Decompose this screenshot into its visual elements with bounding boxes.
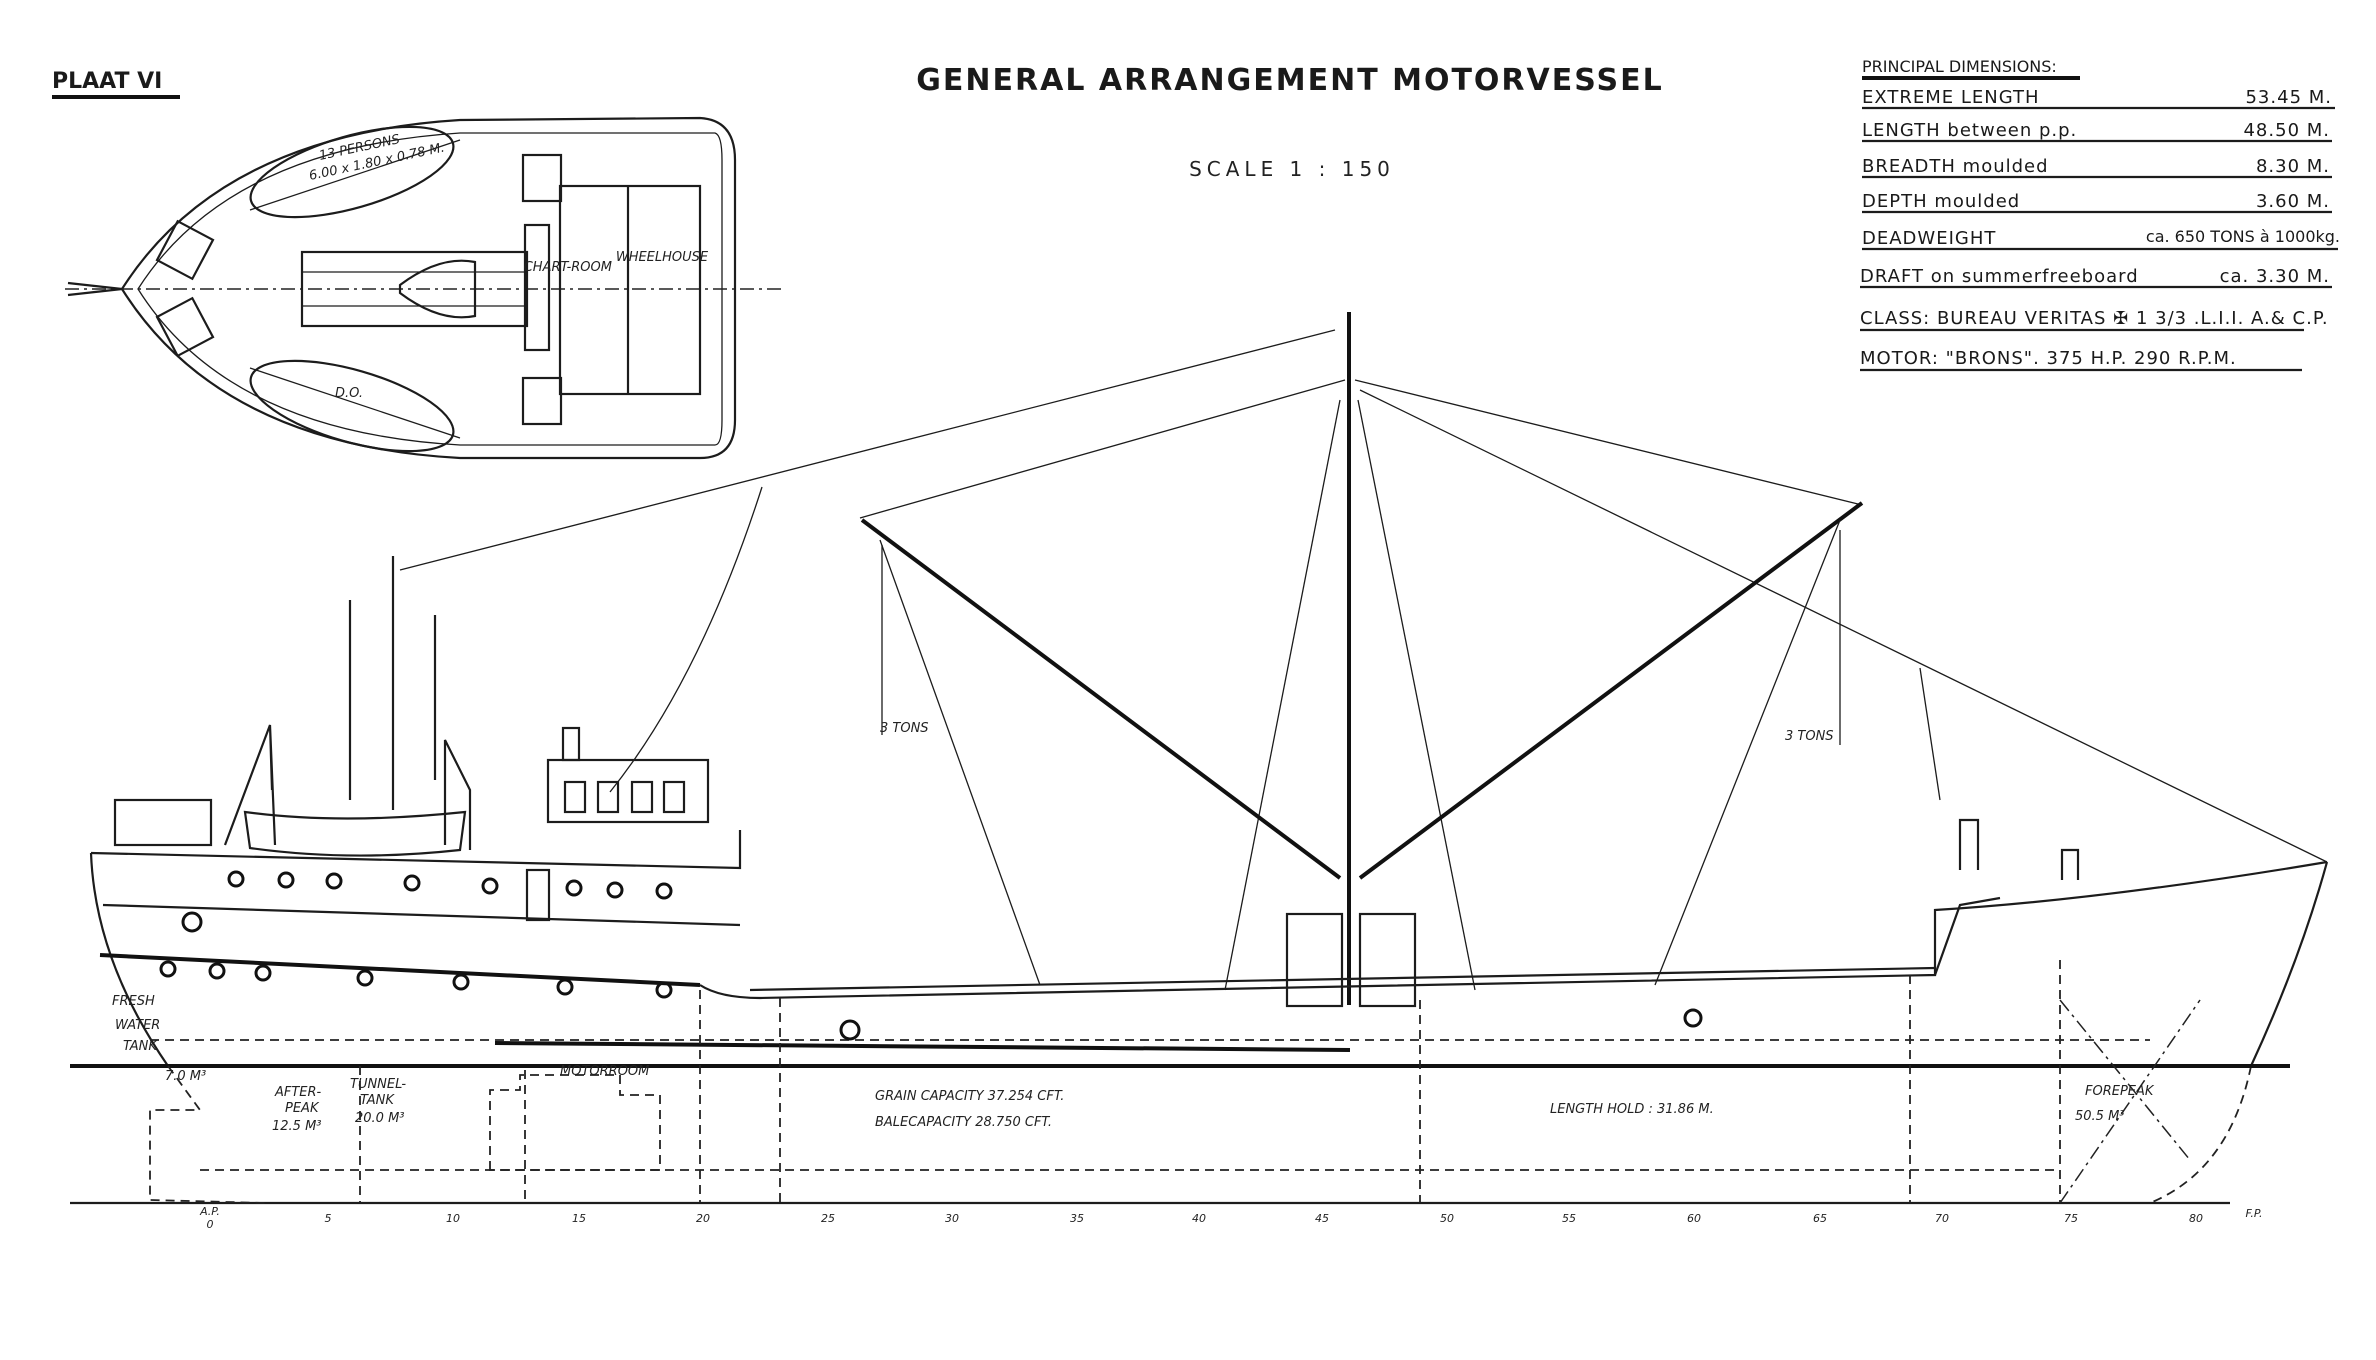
frame-label: 10 — [446, 1212, 460, 1225]
frame-label: 5 — [325, 1212, 332, 1225]
dimension-value: 48.50 M. — [2243, 120, 2330, 141]
wheelhouse-profile — [546, 758, 710, 824]
dimension-value: ca. 650 TONS à 1000kg. — [2146, 227, 2340, 246]
frame-label: 75 — [2064, 1212, 2078, 1225]
lifeboat-top — [249, 125, 455, 219]
frame-label: 0 — [207, 1218, 214, 1231]
ventilator — [1958, 818, 1980, 870]
dimensions-heading: PRINCIPAL DIMENSIONS: — [1862, 57, 2057, 76]
lifeboat-bottom — [249, 359, 455, 453]
length-hold-label: LENGTH HOLD : 31.86 M. — [1550, 1102, 1714, 1117]
dimension-label: DRAFT on summerfreeboard — [1860, 266, 2139, 287]
dimension-row: BREADTH moulded 8.30 M. — [1862, 156, 2332, 179]
frame-label: 20 — [696, 1212, 710, 1225]
derrick-capacity-fore: 3 TONS — [1785, 729, 1834, 744]
dimension-value: 53.45 M. — [2245, 87, 2332, 108]
dimension-row: DEPTH moulded 3.60 M. — [1862, 191, 2332, 214]
after-peak-label: PEAK — [285, 1101, 320, 1116]
drawing-title: GENERAL ARRANGEMENT MOTORVESSEL — [916, 63, 1663, 98]
chartroom-label: CHART-ROOM — [524, 260, 612, 275]
derrick-fore — [1358, 501, 1864, 880]
frame-label: 65 — [1813, 1212, 1827, 1225]
fresh-water-tank-label: WATER — [115, 1018, 160, 1033]
after-peak-label: AFTER- — [274, 1085, 322, 1100]
lifeboat-ditto-label: D.O. — [335, 386, 363, 401]
dimension-label: LENGTH between p.p. — [1862, 120, 2077, 141]
hull-profile: FRESH WATER TANK 7.0 M³ AFTER- PEAK 12.5… — [70, 600, 2329, 1205]
frame-label: 60 — [1687, 1212, 1701, 1225]
plan-view: CHART-ROOM WHEELHOUSE 13 PERSONS 6.00 x … — [65, 116, 785, 460]
frame-label: 80 — [2189, 1212, 2203, 1225]
winch — [155, 219, 215, 281]
dimension-label: DEPTH moulded — [1862, 191, 2020, 212]
tunnel-tank-volume: 20.0 M³ — [355, 1111, 405, 1126]
class-line: CLASS: BUREAU VERITAS ✠ 1 3/3 .L.I.I. A.… — [1860, 308, 2329, 329]
frame-label: 70 — [1935, 1212, 1949, 1225]
frame-label: 55 — [1562, 1212, 1576, 1225]
forepeak-volume: 50.5 M³ — [2075, 1109, 2125, 1124]
grain-capacity-label: GRAIN CAPACITY 37.254 CFT. — [875, 1089, 1064, 1104]
drawing-scale: SCALE 1 : 150 — [1189, 157, 1395, 181]
lifeboat-profile — [243, 810, 467, 857]
header: PLAAT VI GENERAL ARRANGEMENT MOTORVESSEL… — [52, 63, 1663, 181]
after-peak-volume: 12.5 M³ — [272, 1119, 322, 1134]
motor-line: MOTOR: "BRONS". 375 H.P. 290 R.P.M. — [1860, 348, 2237, 369]
dimension-value: 3.60 M. — [2256, 191, 2330, 212]
ladder — [521, 153, 563, 203]
frame-label: 50 — [1440, 1212, 1454, 1225]
fresh-water-tank-label: FRESH — [112, 994, 155, 1009]
principal-dimensions: PRINCIPAL DIMENSIONS: EXTREME LENGTH 53.… — [1860, 57, 2340, 372]
ventilator — [2060, 848, 2080, 880]
dimension-value: 8.30 M. — [2256, 156, 2330, 177]
tunnel-tank-label: TUNNEL- — [350, 1077, 406, 1092]
fresh-water-volume: 7.0 M³ — [165, 1069, 206, 1084]
frame-label: 40 — [1192, 1212, 1206, 1225]
frame-label: 25 — [821, 1212, 835, 1225]
wheelhouse-label: WHEELHOUSE — [616, 250, 709, 265]
winch — [155, 296, 215, 358]
dimension-row: DEADWEIGHT ca. 650 TONS à 1000kg. — [1862, 227, 2340, 251]
plate-number: PLAAT VI — [52, 69, 162, 94]
derrick-capacity-aft: 3 TONS — [880, 721, 929, 736]
derrick-aft — [860, 518, 1342, 880]
fresh-water-tank-label: TANK — [123, 1039, 158, 1054]
hatch — [1358, 912, 1417, 1008]
funnel-vent — [561, 726, 581, 762]
frame-fp-label: F.P. — [2245, 1207, 2262, 1220]
frame-scale: A.P. 0 5 10 15 20 25 30 35 40 45 50 55 6… — [199, 1205, 2262, 1231]
frame-ap-label: A.P. — [199, 1205, 220, 1218]
dimension-label: DEADWEIGHT — [1862, 228, 1996, 249]
bow-fitting — [67, 281, 123, 297]
dimension-row: EXTREME LENGTH 53.45 M. — [1862, 87, 2335, 110]
tunnel-tank-label: TANK — [360, 1093, 395, 1108]
ladder-profile — [525, 868, 551, 922]
dimension-label: BREADTH moulded — [1862, 156, 2049, 177]
ladder — [521, 376, 563, 426]
motorroom-label: MOTORROOM — [560, 1064, 649, 1079]
hatch — [1285, 912, 1344, 1008]
dimension-row: LENGTH between p.p. 48.50 M. — [1862, 120, 2332, 143]
bale-capacity-label: BALECAPACITY 28.750 CFT. — [875, 1115, 1052, 1130]
frame-label: 35 — [1070, 1212, 1084, 1225]
portholes — [159, 870, 1703, 1041]
wheelhouse-outline — [558, 184, 702, 396]
bridge-grating — [523, 223, 551, 352]
dimension-label: EXTREME LENGTH — [1862, 87, 2040, 108]
rigging: 3 TONS 3 TONS — [391, 312, 2328, 1005]
frame-label: 15 — [572, 1212, 586, 1225]
dimension-row: DRAFT on summerfreeboard ca. 3.30 M. — [1860, 266, 2332, 289]
frame-label: 30 — [945, 1212, 959, 1225]
deckhouse — [300, 250, 529, 328]
dimension-value: ca. 3.30 M. — [2220, 266, 2330, 287]
forepeak-label: FOREPEAK — [2085, 1084, 2155, 1099]
frame-label: 45 — [1315, 1212, 1329, 1225]
stern-rail — [113, 798, 213, 847]
